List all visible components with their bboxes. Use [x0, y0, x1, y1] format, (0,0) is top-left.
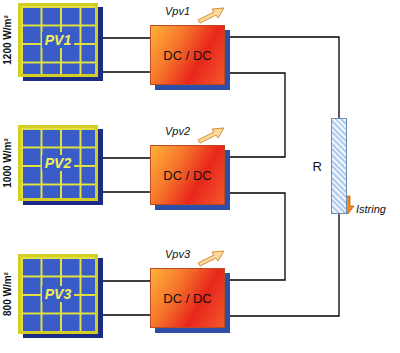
- voltage-arrow: [198, 251, 224, 266]
- pv-panel: PV2: [18, 125, 98, 201]
- node-label: DC / DC: [163, 291, 211, 306]
- resistor-symbol: R: [331, 118, 347, 214]
- irradiance-label: 1200 W/m²: [2, 15, 13, 64]
- wire-segment: [98, 157, 150, 158]
- irradiance-label: 800 W/m²: [2, 272, 13, 316]
- irradiance-label: 1000 W/m²: [2, 138, 13, 187]
- converter-box: DC / DC: [150, 25, 225, 85]
- node-label: DC / DC: [163, 168, 211, 183]
- wire-segment: [225, 214, 339, 316]
- wire: [98, 158, 150, 192]
- voltage-label: Vpv3: [165, 248, 190, 260]
- node-label: DC / DC: [163, 48, 211, 63]
- node-label: PV2: [42, 155, 74, 171]
- wire: [98, 281, 150, 315]
- pv-panel: PV3: [18, 254, 98, 334]
- voltage-label: Vpv1: [165, 5, 190, 17]
- voltage-arrow: [198, 128, 224, 143]
- voltage-label: Vpv2: [165, 125, 190, 137]
- node-label: R: [313, 159, 322, 174]
- current-label: Istring: [356, 203, 386, 215]
- wire-segment: [225, 193, 285, 280]
- node-label: PV1: [42, 32, 74, 48]
- wire: [225, 37, 339, 118]
- converter-box: DC / DC: [150, 145, 225, 205]
- wire: [98, 38, 150, 72]
- wire-segment: [98, 314, 150, 315]
- wire-segment: [225, 37, 339, 118]
- wire: [225, 73, 285, 157]
- wire-segment: [98, 37, 150, 38]
- wire: [225, 214, 339, 316]
- wire: [225, 193, 285, 280]
- wire-segment: [98, 280, 150, 281]
- wire-segment: [225, 73, 285, 157]
- node-label: PV3: [42, 286, 74, 302]
- converter-box: DC / DC: [150, 268, 225, 328]
- wire-segment: [98, 71, 150, 72]
- wire-segment: [98, 191, 150, 192]
- pv-panel: PV1: [18, 3, 98, 77]
- voltage-arrow: [198, 8, 224, 23]
